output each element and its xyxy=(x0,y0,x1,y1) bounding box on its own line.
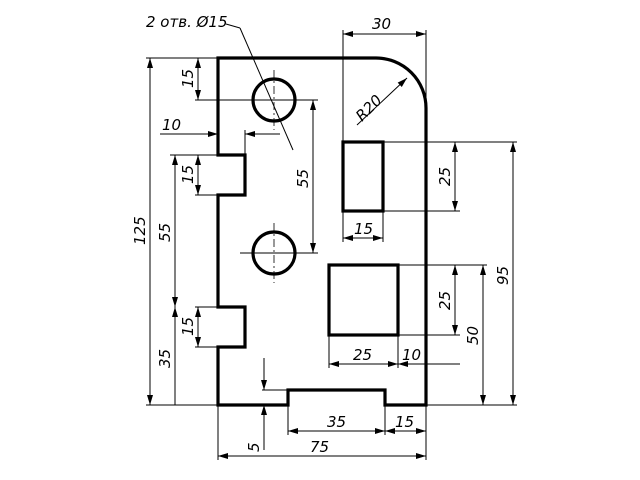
dim-25-rect2-width: 25 xyxy=(353,346,372,364)
dim-10-rect2: 10 xyxy=(402,346,421,364)
dim-95: 95 xyxy=(494,266,512,285)
rect-cutout-2 xyxy=(327,263,400,337)
dim-55-holes: 55 xyxy=(294,169,312,188)
dimension-lines xyxy=(147,23,516,459)
dim-5: 5 xyxy=(245,442,263,452)
dim-35-left: 35 xyxy=(156,349,174,368)
dim-50: 50 xyxy=(464,326,482,345)
dim-10-left: 10 xyxy=(162,116,181,134)
part-outline xyxy=(216,56,428,407)
dim-15-rect1: 15 xyxy=(354,220,373,238)
dim-r20: R20 xyxy=(352,91,386,125)
rect-cutout-1 xyxy=(341,140,385,213)
dim-25-rect2: 25 xyxy=(436,291,454,310)
extension-lines xyxy=(146,30,517,460)
dim-25-rect1: 25 xyxy=(436,167,454,186)
dim-30: 30 xyxy=(372,15,391,33)
dim-15-top: 15 xyxy=(179,69,197,88)
dim-125: 125 xyxy=(131,216,149,245)
hole-note: 2 отв. Ø15 xyxy=(146,13,228,31)
dim-15-notch1: 15 xyxy=(179,165,197,184)
dim-75: 75 xyxy=(310,438,329,456)
dim-15-notch2: 15 xyxy=(179,317,197,336)
dim-55-left: 55 xyxy=(156,223,174,242)
dim-15-slot: 15 xyxy=(395,413,414,431)
dim-35-slot: 35 xyxy=(327,413,346,431)
